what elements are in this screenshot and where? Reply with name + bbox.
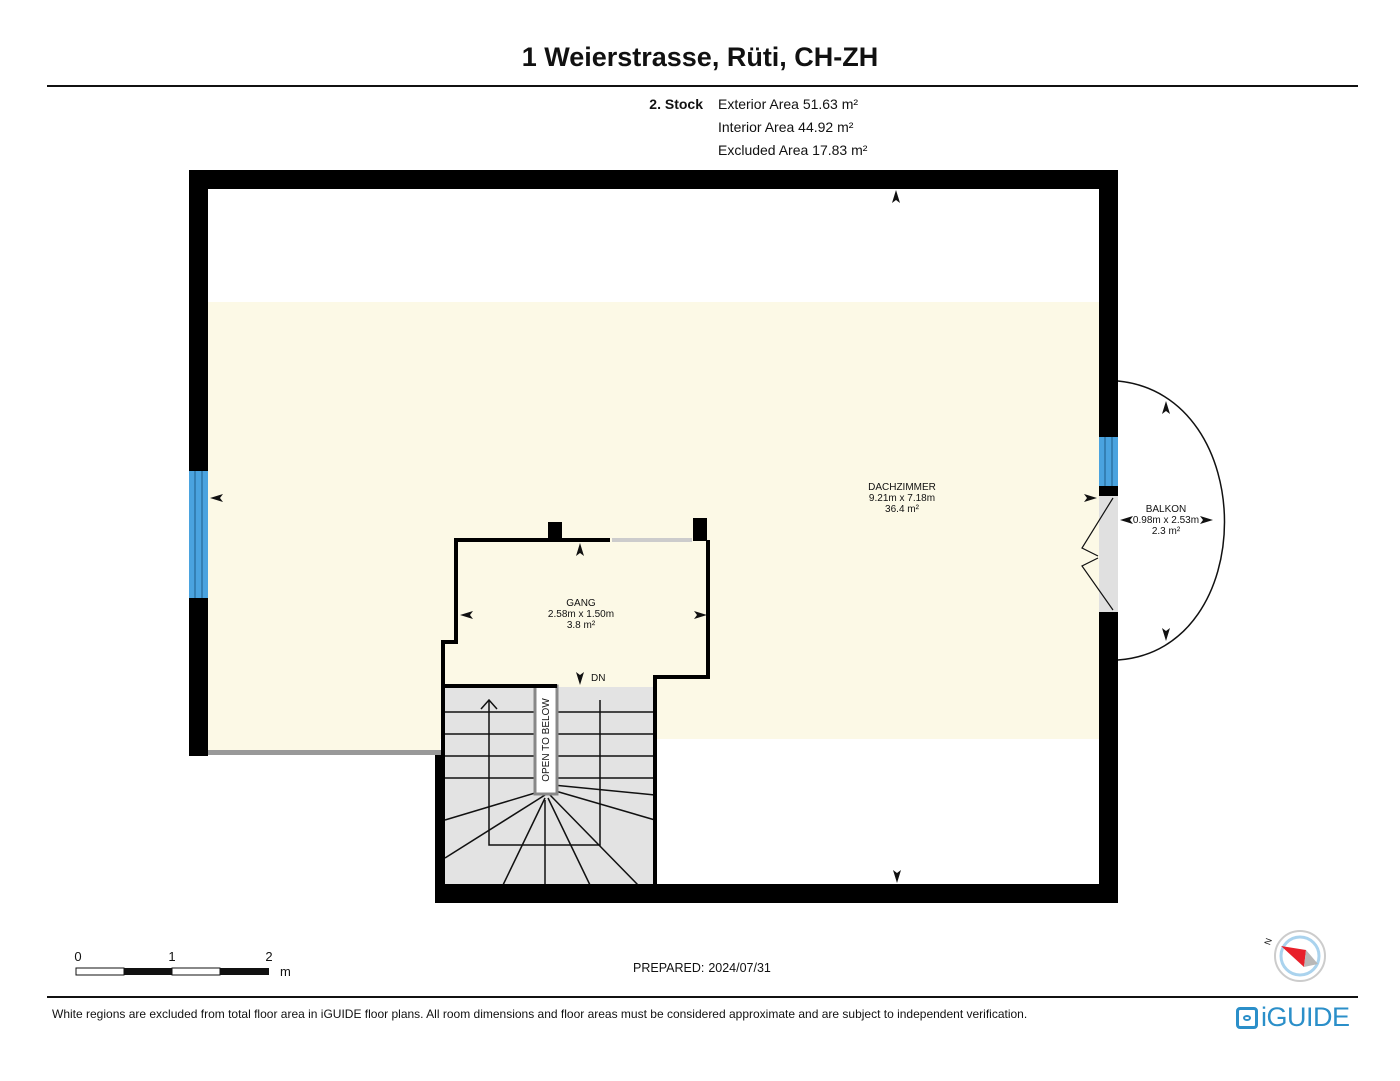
dimension-arrows — [210, 190, 1213, 883]
gang-opening — [612, 538, 692, 542]
dachzimmer-right-arrow — [1084, 494, 1097, 502]
balkon-top-arrow — [1162, 401, 1170, 414]
scale-tick-0: 0 — [74, 949, 81, 964]
balcony-door — [1081, 496, 1118, 612]
open-to-below-label: OPEN TO BELOW — [541, 698, 552, 782]
excluded-area: Excluded Area 17.83 m² — [718, 142, 868, 158]
gang-floor — [458, 541, 708, 684]
dachzimmer-name: DACHZIMMER — [868, 482, 936, 493]
prepared-label: PREPARED: — [633, 961, 705, 975]
interior-walls — [441, 538, 710, 886]
balkon-outline — [1117, 380, 1226, 661]
iguide-logo-icon — [1236, 1006, 1258, 1029]
balkon-dims: 0.98m x 2.53m — [1133, 515, 1199, 526]
exterior-area: Exterior Area 51.63 m² — [718, 96, 859, 112]
exterior-walls — [189, 170, 1118, 903]
dachzimmer-bottom-arrow — [893, 870, 901, 883]
gang-dims: 2.58m x 1.50m — [548, 609, 614, 620]
gang-top-arrow — [576, 543, 584, 556]
dachzimmer-area: 36.4 m² — [885, 504, 920, 515]
scale-tick-1: 1 — [168, 949, 175, 964]
dachzimmer-top-arrow — [892, 190, 900, 203]
prepared-value: 2024/07/31 — [708, 961, 771, 975]
staircase: OPEN TO BELOW — [444, 684, 656, 886]
stairs-down-label: DN — [591, 673, 605, 684]
compass-north-label: N — [1262, 937, 1274, 947]
gang-right-arrow — [694, 611, 707, 619]
area-list: Exterior Area 51.63 m² Interior Area 44.… — [718, 93, 867, 162]
gang-left-arrow — [460, 611, 473, 619]
brand-name: iGUIDE — [1261, 1002, 1350, 1032]
disclaimer: White regions are excluded from total fl… — [52, 1007, 1028, 1021]
balkon-right-arrow — [1200, 516, 1213, 524]
header-rule — [47, 85, 1358, 87]
interior-area: Interior Area 44.92 m² — [718, 119, 854, 135]
scale-tick-2: 2 — [265, 949, 272, 964]
lower-wall-edge — [208, 750, 441, 755]
dachzimmer-dims: 9.21m x 7.18m — [869, 493, 935, 504]
brand-logo: iGUIDE — [1236, 1002, 1350, 1033]
prepared-date: PREPARED:2024/07/31 — [633, 961, 771, 975]
gang-area: 3.8 m² — [567, 620, 596, 631]
dachzimmer-left-arrow — [210, 494, 223, 502]
scale-unit: m — [280, 964, 291, 979]
room-label-dachzimmer: DACHZIMMER 9.21m x 7.18m 36.4 m² — [868, 482, 936, 515]
balkon-name: BALKON — [1146, 504, 1187, 515]
scale-bar: 0 1 2 m — [74, 949, 290, 979]
gang-name: GANG — [566, 598, 596, 609]
room-label-balkon: BALKON 0.98m x 2.53m 2.3 m² — [1133, 504, 1199, 537]
page-title: 1 Weierstrasse, Rüti, CH-ZH — [521, 42, 879, 72]
floor-label: 2. Stock — [649, 96, 703, 112]
room-label-gang: GANG 2.58m x 1.50m 3.8 m² — [548, 598, 614, 631]
balkon-left-arrow — [1120, 516, 1133, 524]
balkon-bottom-arrow — [1162, 628, 1170, 641]
lower-left-floor — [208, 739, 440, 753]
wall-columns — [548, 518, 707, 541]
balkon-area: 2.3 m² — [1152, 526, 1181, 537]
east-window — [1099, 437, 1118, 486]
compass-icon: N — [1262, 930, 1326, 982]
west-window — [189, 471, 208, 598]
stairs-down-arrow — [576, 672, 584, 685]
footer-rule — [47, 996, 1358, 998]
